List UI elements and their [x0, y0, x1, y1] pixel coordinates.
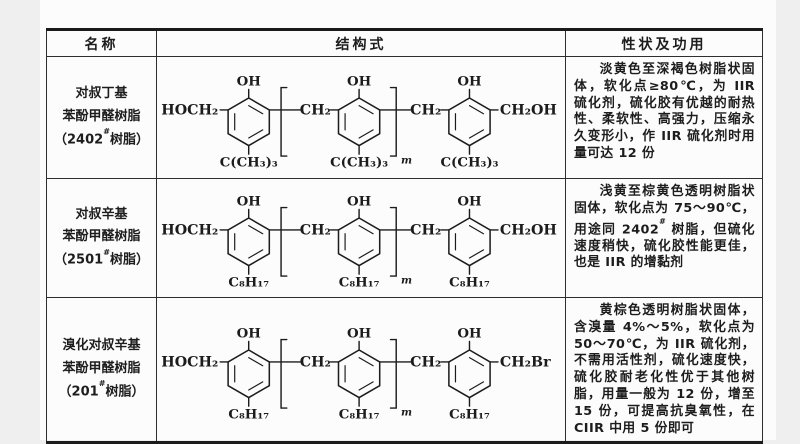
svg-text:OH: OH — [347, 325, 371, 341]
svg-text:OH: OH — [457, 325, 481, 341]
svg-text:C(CH₃)₃: C(CH₃)₃ — [220, 154, 278, 170]
header-properties: 性状及功用 — [565, 29, 763, 57]
svg-text:HOCH₂: HOCH₂ — [161, 102, 218, 118]
resin-name-cell: 溴化对叔辛基苯酚甲醛树脂 （201#树脂） — [46, 296, 157, 444]
resin-name-line: （201#树脂） — [58, 379, 145, 400]
svg-text:C₈H₁₇: C₈H₁₇ — [449, 406, 490, 422]
svg-text:C₈H₁₇: C₈H₁₇ — [339, 406, 380, 422]
properties-text: 浅黄至棕黄色透明树脂状固体，软化点为 75～90℃，用途同 2402# 树脂，但… — [574, 184, 755, 271]
svg-text:m: m — [401, 275, 412, 287]
resin-name-cell: 对叔辛基苯酚甲醛树脂 （2501#树脂） — [46, 178, 157, 298]
properties-text: 淡黄色至深褐色树脂状固体，软化点≥80℃，为 IIR 硫化剂，硫化胶有优越的耐热… — [574, 62, 755, 161]
book-page: 名称 结构式 性状及功用 对叔丁基苯酚甲醛树脂 （2402#树脂） HOCH₂ OH C… — [40, 0, 776, 444]
header-name: 名称 — [46, 29, 157, 57]
properties-text: 黄棕色透明树脂状固体，含溴量 4%～5%，软化点为 50～70℃，为 IIR 硫… — [574, 303, 755, 436]
svg-text:m: m — [401, 406, 412, 418]
resin-name-line: 苯酚甲醛树脂 — [62, 229, 141, 245]
svg-text:C(CH₃)₃: C(CH₃)₃ — [440, 154, 498, 170]
svg-text:OH: OH — [457, 73, 481, 89]
svg-text:CH₂OH: CH₂OH — [500, 102, 557, 118]
resin-name-line: （2402#树脂） — [54, 127, 149, 148]
properties-cell: 浅黄至棕黄色透明树脂状固体，软化点为 75～90℃，用途同 2402# 树脂，但… — [565, 178, 763, 298]
svg-text:OH: OH — [237, 194, 261, 210]
structure-cell: HOCH₂ OH C₈H₁₇ CH₂ OH C₈H₁₇ m CH₂ OH C₈H₁₇ CH₂Br — [156, 296, 566, 444]
svg-text:C₈H₁₇: C₈H₁₇ — [449, 275, 490, 291]
svg-text:OH: OH — [237, 73, 261, 89]
resin-name-line: 苯酚甲醛树脂 — [62, 361, 141, 377]
superscript-hash: # — [98, 379, 106, 389]
svg-text:C₈H₁₇: C₈H₁₇ — [228, 406, 269, 422]
svg-text:HOCH₂: HOCH₂ — [161, 223, 218, 239]
resin-name-cell: 对叔丁基苯酚甲醛树脂 （2402#树脂） — [46, 56, 157, 179]
svg-text:CH₂: CH₂ — [300, 354, 331, 370]
svg-text:OH: OH — [237, 325, 261, 341]
properties-cell: 黄棕色透明树脂状固体，含溴量 4%～5%，软化点为 50～70℃，为 IIR 硫… — [565, 296, 763, 444]
resin-name-line: 苯酚甲醛树脂 — [62, 108, 141, 124]
superscript-hash: # — [659, 217, 666, 227]
table-header: 名称 结构式 性状及功用 — [46, 29, 763, 57]
svg-text:OH: OH — [457, 194, 481, 210]
svg-text:CH₂: CH₂ — [300, 223, 331, 239]
svg-text:C₈H₁₇: C₈H₁₇ — [228, 275, 269, 291]
resin-name-line: 对叔辛基 — [75, 206, 128, 222]
svg-text:CH₂: CH₂ — [410, 354, 441, 370]
resin-name-line: （2501#树脂） — [54, 247, 149, 268]
structure-formula-svg: HOCH₂ OH C₈H₁₇ CH₂ OH C₈H₁₇ m CH₂ OH C₈H₁₇ CH₂Br — [161, 325, 551, 422]
svg-text:CH₂Br: CH₂Br — [500, 354, 551, 370]
svg-text:C(CH₃)₃: C(CH₃)₃ — [330, 154, 388, 170]
superscript-hash: # — [103, 247, 110, 257]
svg-text:C₈H₁₇: C₈H₁₇ — [339, 275, 380, 291]
resin-name-line: 对叔丁基 — [75, 86, 128, 102]
svg-text:CH₂OH: CH₂OH — [500, 223, 557, 239]
properties-cell: 淡黄色至深褐色树脂状固体，软化点≥80℃，为 IIR 硫化剂，硫化胶有优越的耐热… — [565, 56, 763, 179]
svg-text:CH₂: CH₂ — [410, 102, 441, 118]
resin-table: 名称 结构式 性状及功用 对叔丁基苯酚甲醛树脂 （2402#树脂） HOCH₂ OH C… — [46, 28, 763, 444]
svg-text:OH: OH — [347, 73, 371, 89]
svg-text:m: m — [401, 154, 412, 166]
resin-name-line: 溴化对叔辛基 — [62, 338, 141, 354]
superscript-hash: # — [103, 127, 110, 137]
header-structure: 结构式 — [156, 29, 566, 57]
table-row: 溴化对叔辛基苯酚甲醛树脂 （201#树脂） HOCH₂ OH C₈H₁₇ CH₂ OH C₈H… — [46, 296, 763, 444]
svg-text:HOCH₂: HOCH₂ — [161, 354, 218, 370]
svg-text:CH₂: CH₂ — [410, 223, 441, 239]
svg-text:CH₂: CH₂ — [300, 102, 331, 118]
svg-text:OH: OH — [347, 194, 371, 210]
